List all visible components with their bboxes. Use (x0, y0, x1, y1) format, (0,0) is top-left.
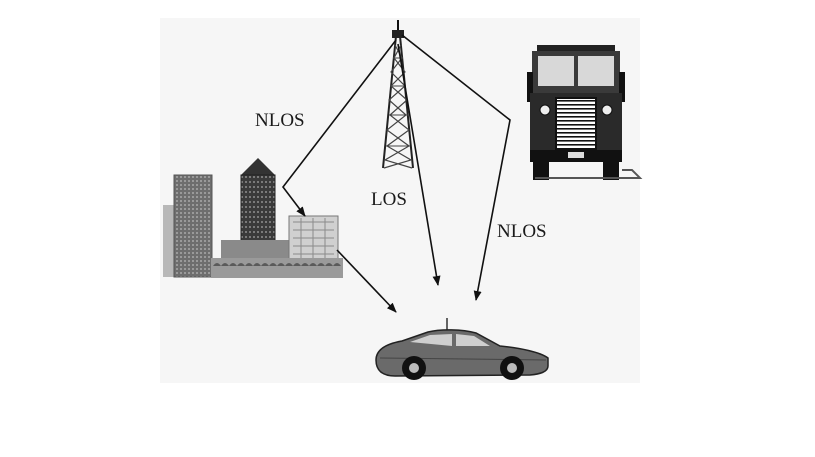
signal-paths (281, 34, 511, 313)
car-icon (375, 318, 549, 380)
radio-tower-icon (382, 20, 414, 169)
los-label: LOS (371, 189, 407, 210)
nlos-path-to-buildings (281, 39, 397, 217)
truck-icon (527, 45, 643, 180)
nlos-label-left: NLOS (255, 110, 305, 131)
nlos-path-buildings-to-car (336, 249, 397, 313)
nlos-path-via-truck (401, 34, 511, 301)
city-buildings-icon (163, 158, 343, 278)
los-path (397, 43, 441, 286)
nlos-label-right: NLOS (497, 221, 547, 242)
